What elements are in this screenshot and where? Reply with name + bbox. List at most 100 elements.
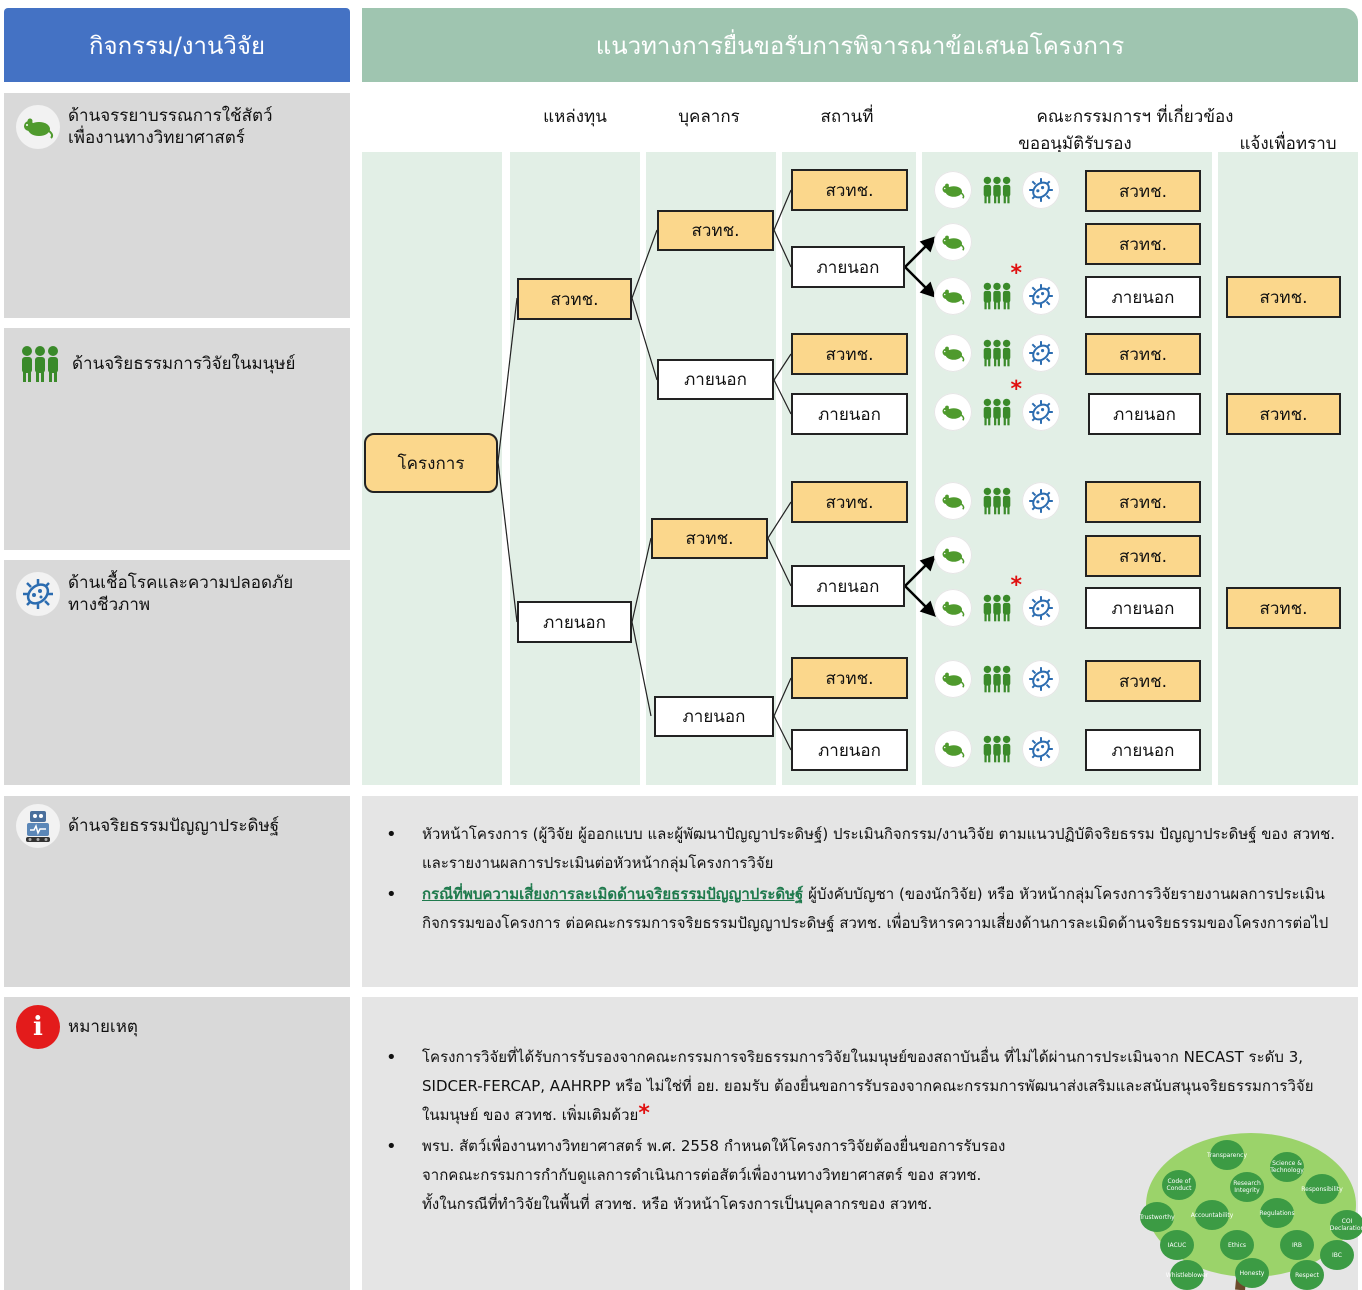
tree-badge: IBC: [1320, 1240, 1354, 1270]
people-icon: *: [978, 575, 1022, 627]
ai-bullet-1: หัวหน้าโครงการ (ผู้วิจัย ผู้ออกแบบ และผู…: [386, 820, 1338, 878]
node-personnel-outside-2: ภายนอก: [654, 696, 774, 737]
tree-badge: IRB: [1280, 1230, 1314, 1260]
rat-icon: [934, 223, 972, 261]
node-location-nstda-3: สวทช.: [791, 481, 908, 523]
note-bullet-2: พรบ. สัตว์เพื่องานทางวิทยาศาสตร์ พ.ศ. 25…: [386, 1132, 1338, 1219]
tree-badge: Accountability: [1191, 1200, 1233, 1230]
note-star: *: [638, 1101, 650, 1126]
category-animal-line2: เพื่องานทางวิทยาศาสตร์: [68, 128, 245, 148]
star-marker: *: [1010, 377, 1022, 402]
rat-icon: [934, 334, 972, 372]
category-panel-human: ด้านจริยธรรมการวิจัยในมนุษย์: [4, 328, 350, 550]
column-bg-funding: [510, 152, 640, 785]
germ-icon: [1022, 171, 1060, 209]
tree-badge: Whistleblower: [1166, 1260, 1208, 1290]
committee-icons-row: [934, 171, 1060, 209]
ai-bullet-2-text: ผู้บังคับบัญชา (ของนักวิจัย) หรือ หัวหน้…: [422, 885, 1329, 932]
people-icon: [978, 482, 1016, 520]
column-personnel: บุคลากร: [678, 107, 740, 127]
committee-icons-row: [934, 334, 1060, 372]
node-location-nstda-1: สวทช.: [791, 169, 908, 211]
node-personnel-outside-1: ภายนอก: [657, 359, 774, 400]
column-funding: แหล่งทุน: [543, 107, 607, 127]
category-panel-ai: ด้านจริยธรรมปัญญาประดิษฐ์: [4, 796, 350, 987]
note-bullet-1: โครงการวิจัยที่ได้รับการรับรองจากคณะกรรม…: [386, 1043, 1338, 1130]
column-notify: แจ้งเพื่อทราบ: [1239, 134, 1337, 154]
node-personnel-nstda-2: สวทช.: [651, 518, 768, 559]
germ-icon: [16, 572, 60, 616]
tree-connectors: [497, 189, 936, 751]
node-notify-nstda-2: สวทช.: [1226, 393, 1341, 435]
people-icon: *: [978, 263, 1022, 315]
category-panel-animal: ด้านจรรยาบรรณการใช้สัตว์เพื่องานทางวิทยา…: [4, 93, 350, 318]
germ-icon: [1022, 730, 1060, 768]
tree-badge: Science & Technology: [1270, 1152, 1304, 1182]
category-human-label: ด้านจริยธรรมการวิจัยในมนุษย์: [72, 354, 296, 374]
tree-badge: Trustworthy: [1139, 1202, 1175, 1232]
category-note-label: หมายเหตุ: [68, 1017, 138, 1037]
node-personnel-nstda-1: สวทช.: [657, 210, 774, 251]
node-approve-nstda-6: สวทช.: [1085, 660, 1201, 702]
column-approve: ขออนุมัติรับรอง: [1018, 134, 1132, 154]
node-project: โครงการ: [364, 433, 498, 493]
tree-badge: Honesty: [1235, 1258, 1269, 1288]
node-approve-outside-1: ภายนอก: [1085, 276, 1201, 318]
germ-icon: [1022, 334, 1060, 372]
node-approve-nstda-4: สวทช.: [1085, 481, 1201, 523]
committee-icons-row: [934, 223, 972, 261]
tree-badge: Responsibility: [1301, 1174, 1343, 1204]
robot-icon: [16, 804, 60, 848]
category-panel-note: i หมายเหตุ: [4, 997, 350, 1290]
germ-icon: [1022, 277, 1060, 315]
node-approve-outside-4: ภายนอก: [1085, 729, 1201, 771]
rat-icon: [934, 589, 972, 627]
node-location-nstda-2: สวทช.: [791, 333, 908, 375]
node-approve-outside-2: ภายนอก: [1088, 393, 1201, 435]
node-location-outside-2: ภายนอก: [791, 393, 908, 435]
people-icon: [978, 730, 1016, 768]
committee-icons-row: *: [934, 263, 1060, 315]
rat-icon: [934, 482, 972, 520]
committee-icons-row: [934, 730, 1060, 768]
column-committee: คณะกรรมการฯ ที่เกี่ยวข้อง: [1036, 107, 1234, 127]
star-marker: *: [1010, 573, 1022, 598]
note-bullet-2-line2: จากคณะกรรมการกำกับดูแลการดำเนินการต่อสัต…: [422, 1166, 982, 1184]
ai-guideline-panel: หัวหน้าโครงการ (ผู้วิจัย ผู้ออกแบบ และผู…: [362, 796, 1358, 987]
germ-icon: [1022, 482, 1060, 520]
people-icon: *: [978, 379, 1022, 431]
note-panel: โครงการวิจัยที่ได้รับการรับรองจากคณะกรรม…: [362, 997, 1358, 1290]
tree-badge: IACUC: [1160, 1230, 1194, 1260]
rat-icon: [934, 536, 972, 574]
committee-icons-row: [934, 660, 1060, 698]
rat-icon: [934, 277, 972, 315]
node-funding-nstda: สวทช.: [517, 278, 632, 320]
committee-icons-row: *: [934, 379, 1060, 431]
note-bullet-1-text: โครงการวิจัยที่ได้รับการรับรองจากคณะกรรม…: [422, 1048, 1314, 1124]
node-location-outside-4: ภายนอก: [791, 729, 908, 771]
tree-badge: Ethics: [1220, 1230, 1254, 1260]
node-notify-nstda-3: สวทช.: [1226, 587, 1341, 629]
node-approve-nstda-5: สวทช.: [1085, 535, 1201, 577]
rat-icon: [934, 660, 972, 698]
people-icon: [978, 334, 1016, 372]
tree-badge: Transparency: [1207, 1140, 1247, 1170]
ai-risk-link[interactable]: กรณีที่พบความเสี่ยงการละเมิดด้านจริยธรรม…: [422, 885, 804, 903]
node-approve-outside-3: ภายนอก: [1085, 587, 1201, 629]
node-location-outside-3: ภายนอก: [791, 565, 905, 607]
category-animal-line1: ด้านจรรยาบรรณการใช้สัตว์: [68, 106, 273, 126]
node-approve-nstda-2: สวทช.: [1085, 223, 1201, 265]
column-location: สถานที่: [820, 107, 874, 127]
people-icon: [16, 342, 64, 386]
committee-icons-row: [934, 482, 1060, 520]
tree-badge: Regulations: [1259, 1198, 1295, 1228]
header-guideline: แนวทางการยื่นขอรับการพิจารณาข้อเสนอโครงก…: [362, 8, 1358, 82]
germ-icon: [1022, 660, 1060, 698]
rat-icon: [934, 393, 972, 431]
committee-icons-row: *: [934, 575, 1060, 627]
info-icon: i: [16, 1005, 60, 1049]
tree-badge: Code of Conduct: [1162, 1170, 1196, 1200]
tree-badge: COI Declaration: [1330, 1210, 1362, 1240]
ai-bullet-2: กรณีที่พบความเสี่ยงการละเมิดด้านจริยธรรม…: [386, 880, 1338, 938]
